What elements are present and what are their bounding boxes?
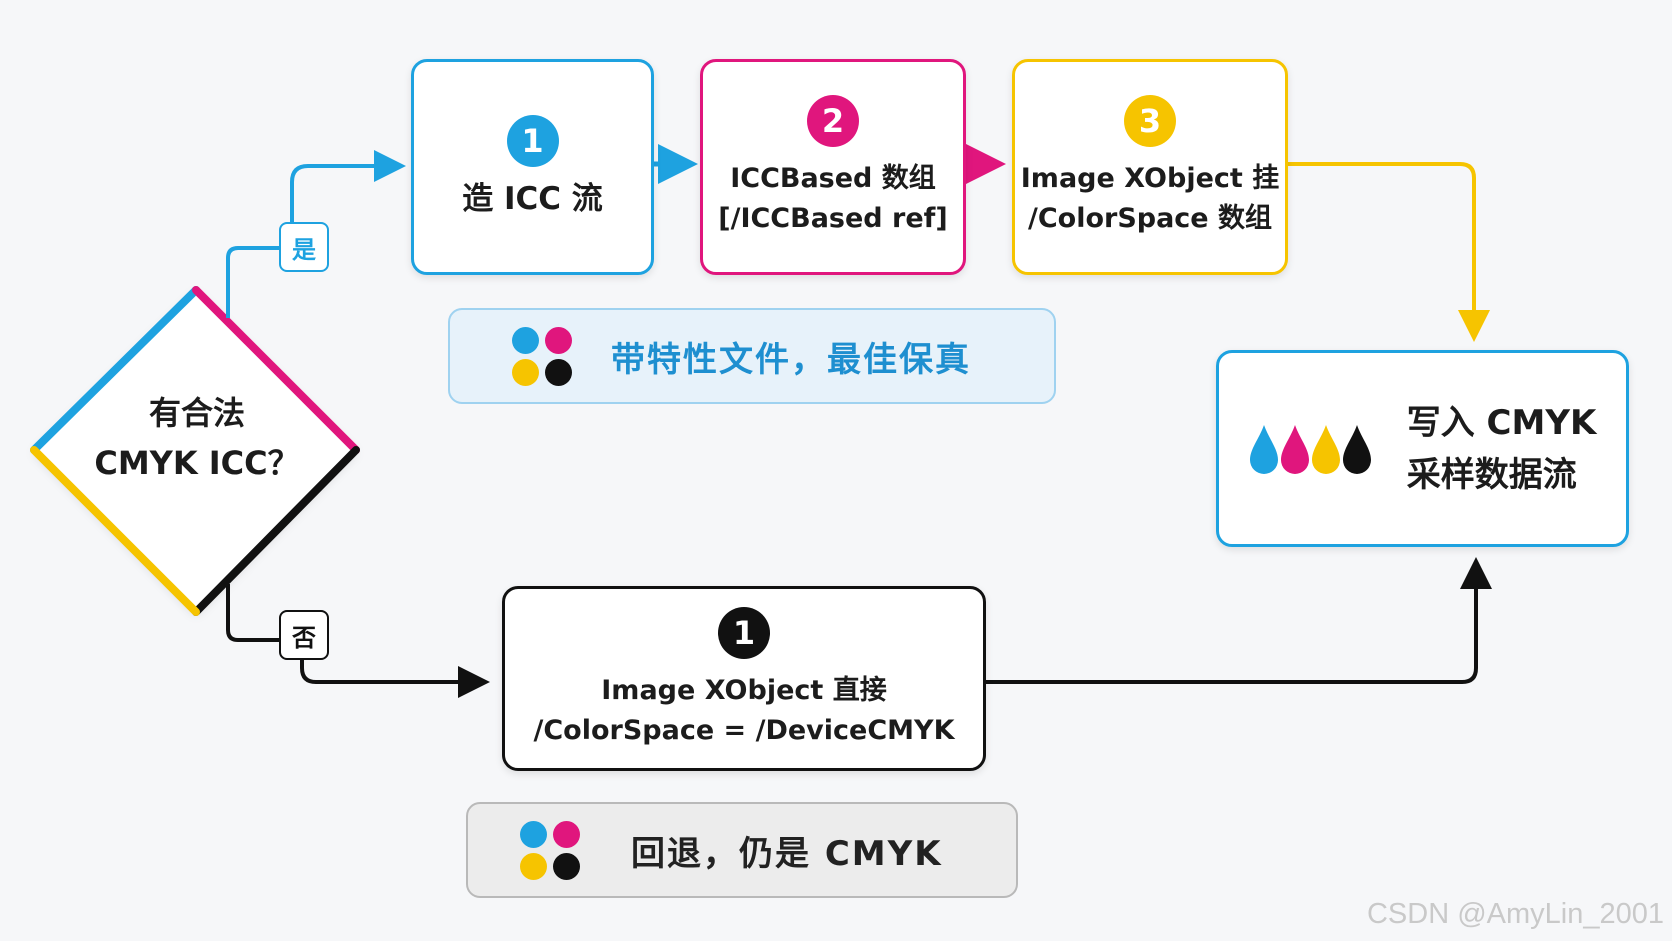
ink-drops-icon bbox=[1249, 423, 1373, 475]
no-connector bbox=[226, 584, 490, 698]
step-label-line2: [/ICCBased ref] bbox=[718, 203, 948, 234]
result-label: 写入 CMYK 采样数据流 bbox=[1407, 397, 1597, 501]
step-iccbased-array: 2 ICCBased 数组 [/ICCBased ref] bbox=[700, 59, 966, 275]
decision-label: 有合法 CMYK ICC？ bbox=[22, 388, 372, 488]
step-label-line2: /ColorSpace = /DeviceCMYK bbox=[533, 714, 955, 746]
arrow-step3-result bbox=[1288, 162, 1490, 342]
note-text: 带特性文件，最佳保真 bbox=[611, 339, 971, 380]
step-build-icc-stream: 1 造 ICC 流 bbox=[411, 59, 654, 275]
step-number-badge: 1 bbox=[506, 115, 559, 167]
step-number-badge: 1 bbox=[718, 606, 770, 659]
decision-diamond bbox=[30, 286, 360, 616]
step-label-line1: ICCBased 数组 bbox=[730, 163, 936, 194]
result-line1: 写入 CMYK bbox=[1406, 402, 1597, 443]
no-label: 否 bbox=[279, 610, 329, 660]
note-best-fidelity: 带特性文件，最佳保真 bbox=[448, 308, 1056, 404]
step-label-line1: Image XObject 挂 bbox=[1020, 163, 1280, 194]
note-fallback: 回退，仍是 CMYK bbox=[466, 802, 1018, 898]
decision-line2: CMYK ICC？ bbox=[94, 444, 300, 482]
decision-line1: 有合法 bbox=[148, 394, 245, 432]
step-label-line2: /ColorSpace 数组 bbox=[1027, 203, 1273, 234]
result-line2: 采样数据流 bbox=[1406, 454, 1577, 495]
result-write-cmyk-stream: 写入 CMYK 采样数据流 bbox=[1216, 350, 1629, 547]
step-label: 造 ICC 流 bbox=[462, 181, 603, 217]
watermark: CSDN @AmyLin_2001 bbox=[1366, 898, 1664, 930]
step-label-line1: Image XObject 直接 bbox=[601, 674, 887, 706]
step-device-cmyk: 1 Image XObject 直接 /ColorSpace = /Device… bbox=[502, 586, 986, 771]
step-number-badge: 2 bbox=[807, 95, 859, 147]
note-text: 回退，仍是 CMYK bbox=[631, 833, 943, 874]
yes-label: 是 bbox=[279, 222, 329, 272]
cmyk-dots-icon bbox=[512, 326, 573, 386]
step-attach-colorspace: 3 Image XObject 挂 /ColorSpace 数组 bbox=[1012, 59, 1288, 275]
arrow-no-result bbox=[986, 557, 1492, 684]
cmyk-dots-icon bbox=[520, 820, 581, 880]
step-number-badge: 3 bbox=[1124, 95, 1176, 147]
